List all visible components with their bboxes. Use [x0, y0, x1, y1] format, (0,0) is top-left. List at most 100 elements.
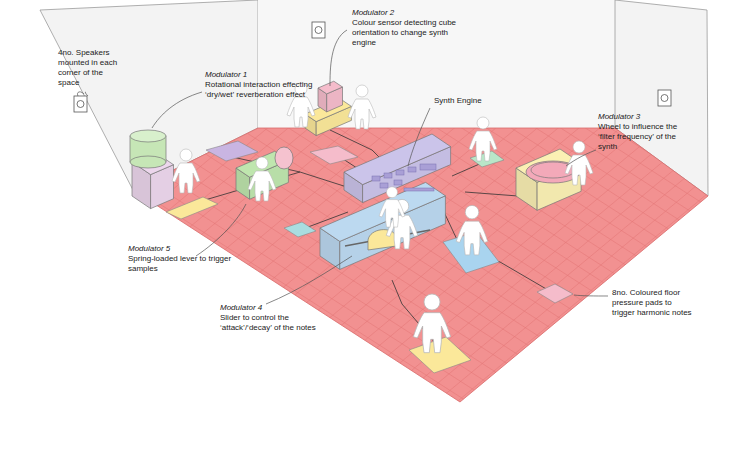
- art-line: [0, 99, 750, 456]
- art-line: [0, 54, 750, 456]
- art-line: [0, 0, 680, 456]
- art-line: [0, 90, 750, 456]
- art-line: [0, 36, 750, 456]
- leader-lines: [77, 30, 608, 304]
- art-line: [0, 9, 750, 456]
- art-path: [368, 230, 396, 250]
- art-line: [66, 0, 750, 456]
- art-line: [99, 0, 750, 385]
- art-polygon: [537, 284, 573, 303]
- art-line: [0, 0, 657, 456]
- art-use: [248, 157, 276, 201]
- art-use: [172, 149, 200, 193]
- art-rect: [384, 173, 392, 178]
- art-line: [66, 0, 750, 412]
- art-rect: [658, 90, 671, 106]
- art-polyline: [465, 192, 518, 196]
- art-polygon: [206, 141, 258, 161]
- art-path: [574, 295, 608, 296]
- art-line: [172, 0, 750, 456]
- art-circle: [661, 95, 668, 102]
- art-line: [0, 108, 750, 456]
- art-line: [31, 0, 750, 456]
- callout-text: Slider to control the ‘attack’/‘decay’ o…: [220, 313, 330, 333]
- art-circle: [77, 101, 84, 108]
- modulator-boxes: [132, 81, 581, 269]
- art-rect: [404, 188, 434, 191]
- art-polygon: [258, 0, 615, 128]
- art-line: [0, 45, 750, 456]
- art-use: [565, 141, 593, 185]
- module-details: [130, 130, 580, 250]
- art-line: [0, 0, 703, 456]
- art-line: [55, 0, 750, 456]
- art-use: [348, 85, 376, 129]
- art-line: [183, 0, 750, 456]
- art-line: [160, 0, 750, 456]
- art-use: [456, 205, 488, 255]
- art-g: [372, 164, 436, 191]
- art-path: [196, 204, 246, 256]
- art-line: [148, 0, 750, 456]
- callout-text: Spring-loaded lever to trigger samples: [128, 254, 238, 274]
- art-line: [78, 0, 750, 456]
- art-rect: [372, 176, 380, 181]
